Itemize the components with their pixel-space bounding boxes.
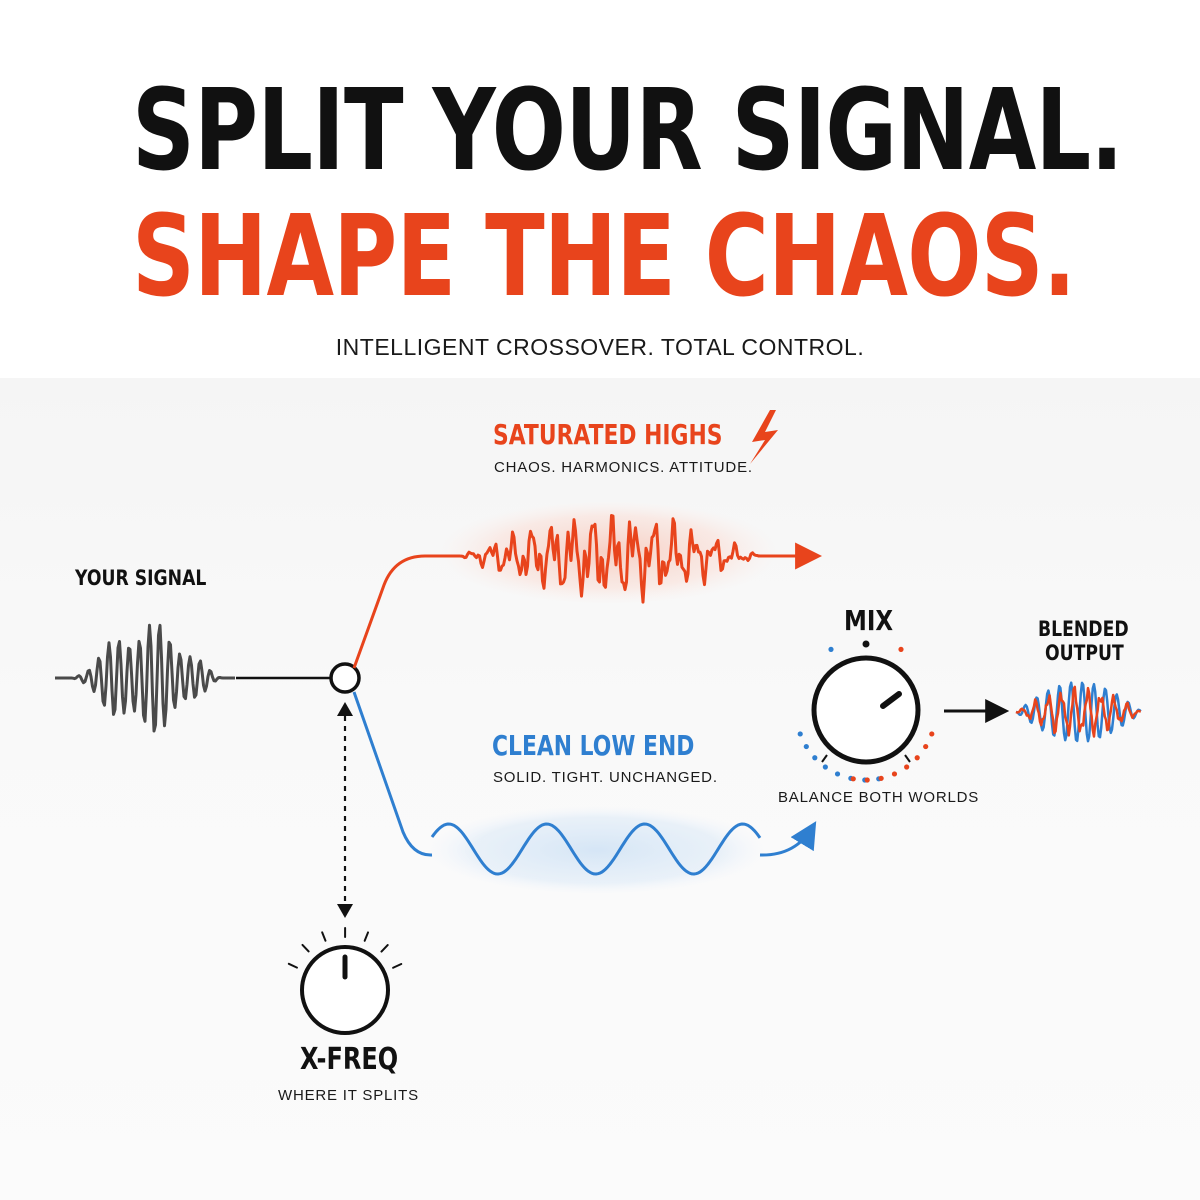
xfreq-link-arrow-down [337,904,353,918]
lows-waveform [430,822,762,876]
headline-line-1: SPLIT YOUR SIGNAL. [132,66,1124,196]
mix-caption: BALANCE BOTH WORLDS [778,789,980,806]
output-label-line-2: OUTPUT [1045,641,1124,665]
lows-description: SOLID. TIGHT. UNCHANGED. [493,769,718,786]
xfreq-link-arrow-up [337,702,353,716]
xfreq-label: X-FREQ [300,1042,399,1077]
highs-path [352,554,460,669]
split-node [329,662,361,694]
headline-line-2: SHAPE THE CHAOS. [132,192,1076,322]
lows-glow [430,806,764,894]
mix-label: MIX [844,604,894,637]
xfreq-caption: WHERE IT SPLITS [278,1087,419,1104]
tagline: INTELLIGENT CROSSOVER. TOTAL CONTROL. [335,334,865,360]
xfreq-knob[interactable] [287,927,403,1035]
highs-description: CHAOS. HARMONICS. ATTITUDE. [494,459,753,476]
output-label-line-1: BLENDED [1038,617,1129,641]
highs-waveform [459,514,761,604]
input-waveform [55,623,235,733]
highs-title: SATURATED HIGHS [493,418,723,451]
mix-pointer [880,691,902,709]
mix-knob[interactable] [797,640,935,783]
output-waveform-red [1015,685,1141,738]
lows-title: CLEAN LOW END [492,729,695,762]
lows-path [352,691,433,857]
lows-arrow [759,821,817,857]
input-label: YOUR SIGNAL [75,566,207,590]
lightning-bolt-icon [750,410,778,464]
